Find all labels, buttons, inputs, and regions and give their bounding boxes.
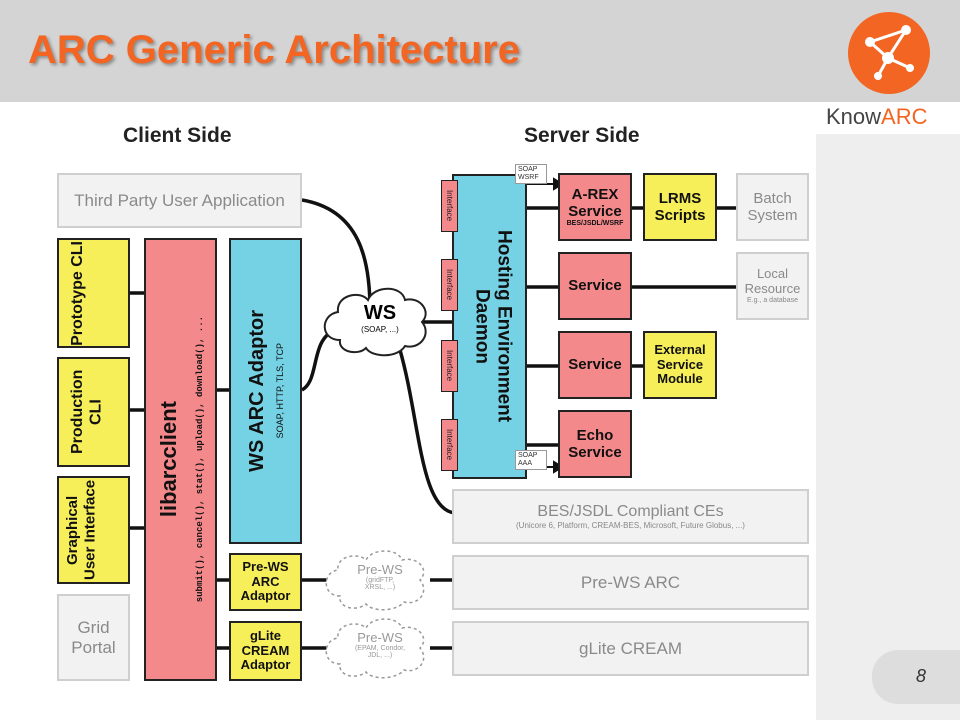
logo-suffix: ARC	[881, 104, 928, 129]
prews-arc-box: Pre-WS ARC	[452, 555, 809, 610]
prews-cloud-sub: (gridFTP, XRSL, ...)	[364, 577, 396, 591]
arex-service-sub: BES/JSDL/WSRF	[566, 220, 624, 228]
grid-portal-box: Grid Portal	[57, 594, 130, 681]
client-side-header: Client Side	[123, 124, 232, 147]
logo-text: KnowARC	[826, 104, 928, 130]
ws-arc-adaptor-label: WS ARC Adaptor	[245, 310, 268, 472]
interface-2: Interface	[441, 259, 458, 311]
soap-wsrf-tag: SOAP WSRF	[515, 164, 547, 184]
prews-cloud-2-label: Pre-WS	[357, 630, 403, 645]
batch-system-box: Batch System	[736, 173, 809, 241]
prews-cloud-2-sub: (EPAM, Condor, JDL, ...)	[354, 645, 406, 659]
third-party-app-box: Third Party User Application	[57, 173, 302, 228]
bes-jsdl-sub: (Unicore 6, Platform, CREAM-BES, Microso…	[516, 521, 745, 531]
ws-cloud-icon	[323, 287, 427, 357]
prews-cloud-2-icon	[325, 618, 425, 679]
prototype-cli-box: Prototype CLI	[57, 238, 130, 348]
side-strip	[816, 134, 960, 720]
local-resource-label: Local Resource	[744, 266, 801, 296]
page-number-tab: 8	[872, 650, 960, 704]
libarcclient-box: libarcclient submit(), cancel(), stat(),…	[144, 238, 217, 681]
prews-cloud: Pre-WS (gridFTP, XRSL, ...)	[338, 562, 422, 591]
server-side-header: Server Side	[524, 124, 640, 147]
slide-title: ARC Generic Architecture	[28, 28, 520, 72]
ws-cloud: WS (SOAP, ...)	[338, 302, 422, 334]
soap-aaa-tag: SOAP AAA	[515, 450, 547, 470]
page-number: 8	[916, 666, 927, 686]
hed-label: Hosting Environment Daemon	[471, 230, 515, 423]
interface-1: Interface	[441, 180, 458, 232]
service-box-1: Service	[558, 252, 632, 320]
hosting-environment-daemon-box: Hosting Environment Daemon	[452, 174, 527, 479]
prews-cloud-label: Pre-WS	[357, 562, 403, 577]
logo-prefix: Know	[826, 104, 882, 129]
production-cli-label: Production CLI	[68, 369, 104, 455]
gui-box: Graphical User Interface	[57, 476, 130, 584]
prews-cloud-2: Pre-WS (EPAM, Condor, JDL, ...)	[338, 630, 422, 659]
gui-label: Graphical User Interface	[63, 479, 98, 581]
ws-arc-adaptor-sub: SOAP, HTTP, TLS, TCP	[274, 343, 285, 439]
ws-arc-adaptor-box: WS ARC Adaptor SOAP, HTTP, TLS, TCP	[229, 238, 302, 544]
arex-service-label: A-REX Service	[568, 185, 622, 220]
prews-cloud-icon	[325, 550, 425, 611]
external-service-module-box: External Service Module	[643, 331, 717, 399]
local-resource-box: Local Resource E.g., a database	[736, 252, 809, 320]
libarcclient-label: libarcclient	[155, 401, 181, 518]
interface-3: Interface	[441, 340, 458, 392]
ws-cloud-label: WS	[363, 302, 397, 324]
prews-arc-adaptor-box: Pre-WS ARC Adaptor	[229, 553, 302, 611]
service-box-2: Service	[558, 331, 632, 399]
glite-cream-adaptor-box: gLite CREAM Adaptor	[229, 621, 302, 681]
lrms-scripts-box: LRMS Scripts	[643, 173, 717, 241]
local-resource-sub: E.g., a database	[747, 296, 798, 304]
production-cli-box: Production CLI	[57, 357, 130, 467]
bes-jsdl-label: BES/JSDL Compliant CEs	[537, 502, 724, 520]
libarcclient-methods: submit(), cancel(), stat(), upload(), do…	[194, 316, 205, 603]
arex-service-box: A-REX Service BES/JSDL/WSRF	[558, 173, 632, 241]
echo-service-box: Echo Service	[558, 410, 632, 478]
knowarc-logo-icon	[848, 12, 930, 94]
prototype-cli-label: Prototype CLI	[68, 240, 86, 346]
title-bar	[0, 0, 960, 102]
ws-cloud-sub: (SOAP, ...)	[361, 325, 399, 334]
glite-cream-box: gLite CREAM	[452, 621, 809, 676]
interface-4: Interface	[441, 419, 458, 471]
bes-jsdl-box: BES/JSDL Compliant CEs (Unicore 6, Platf…	[452, 489, 809, 544]
